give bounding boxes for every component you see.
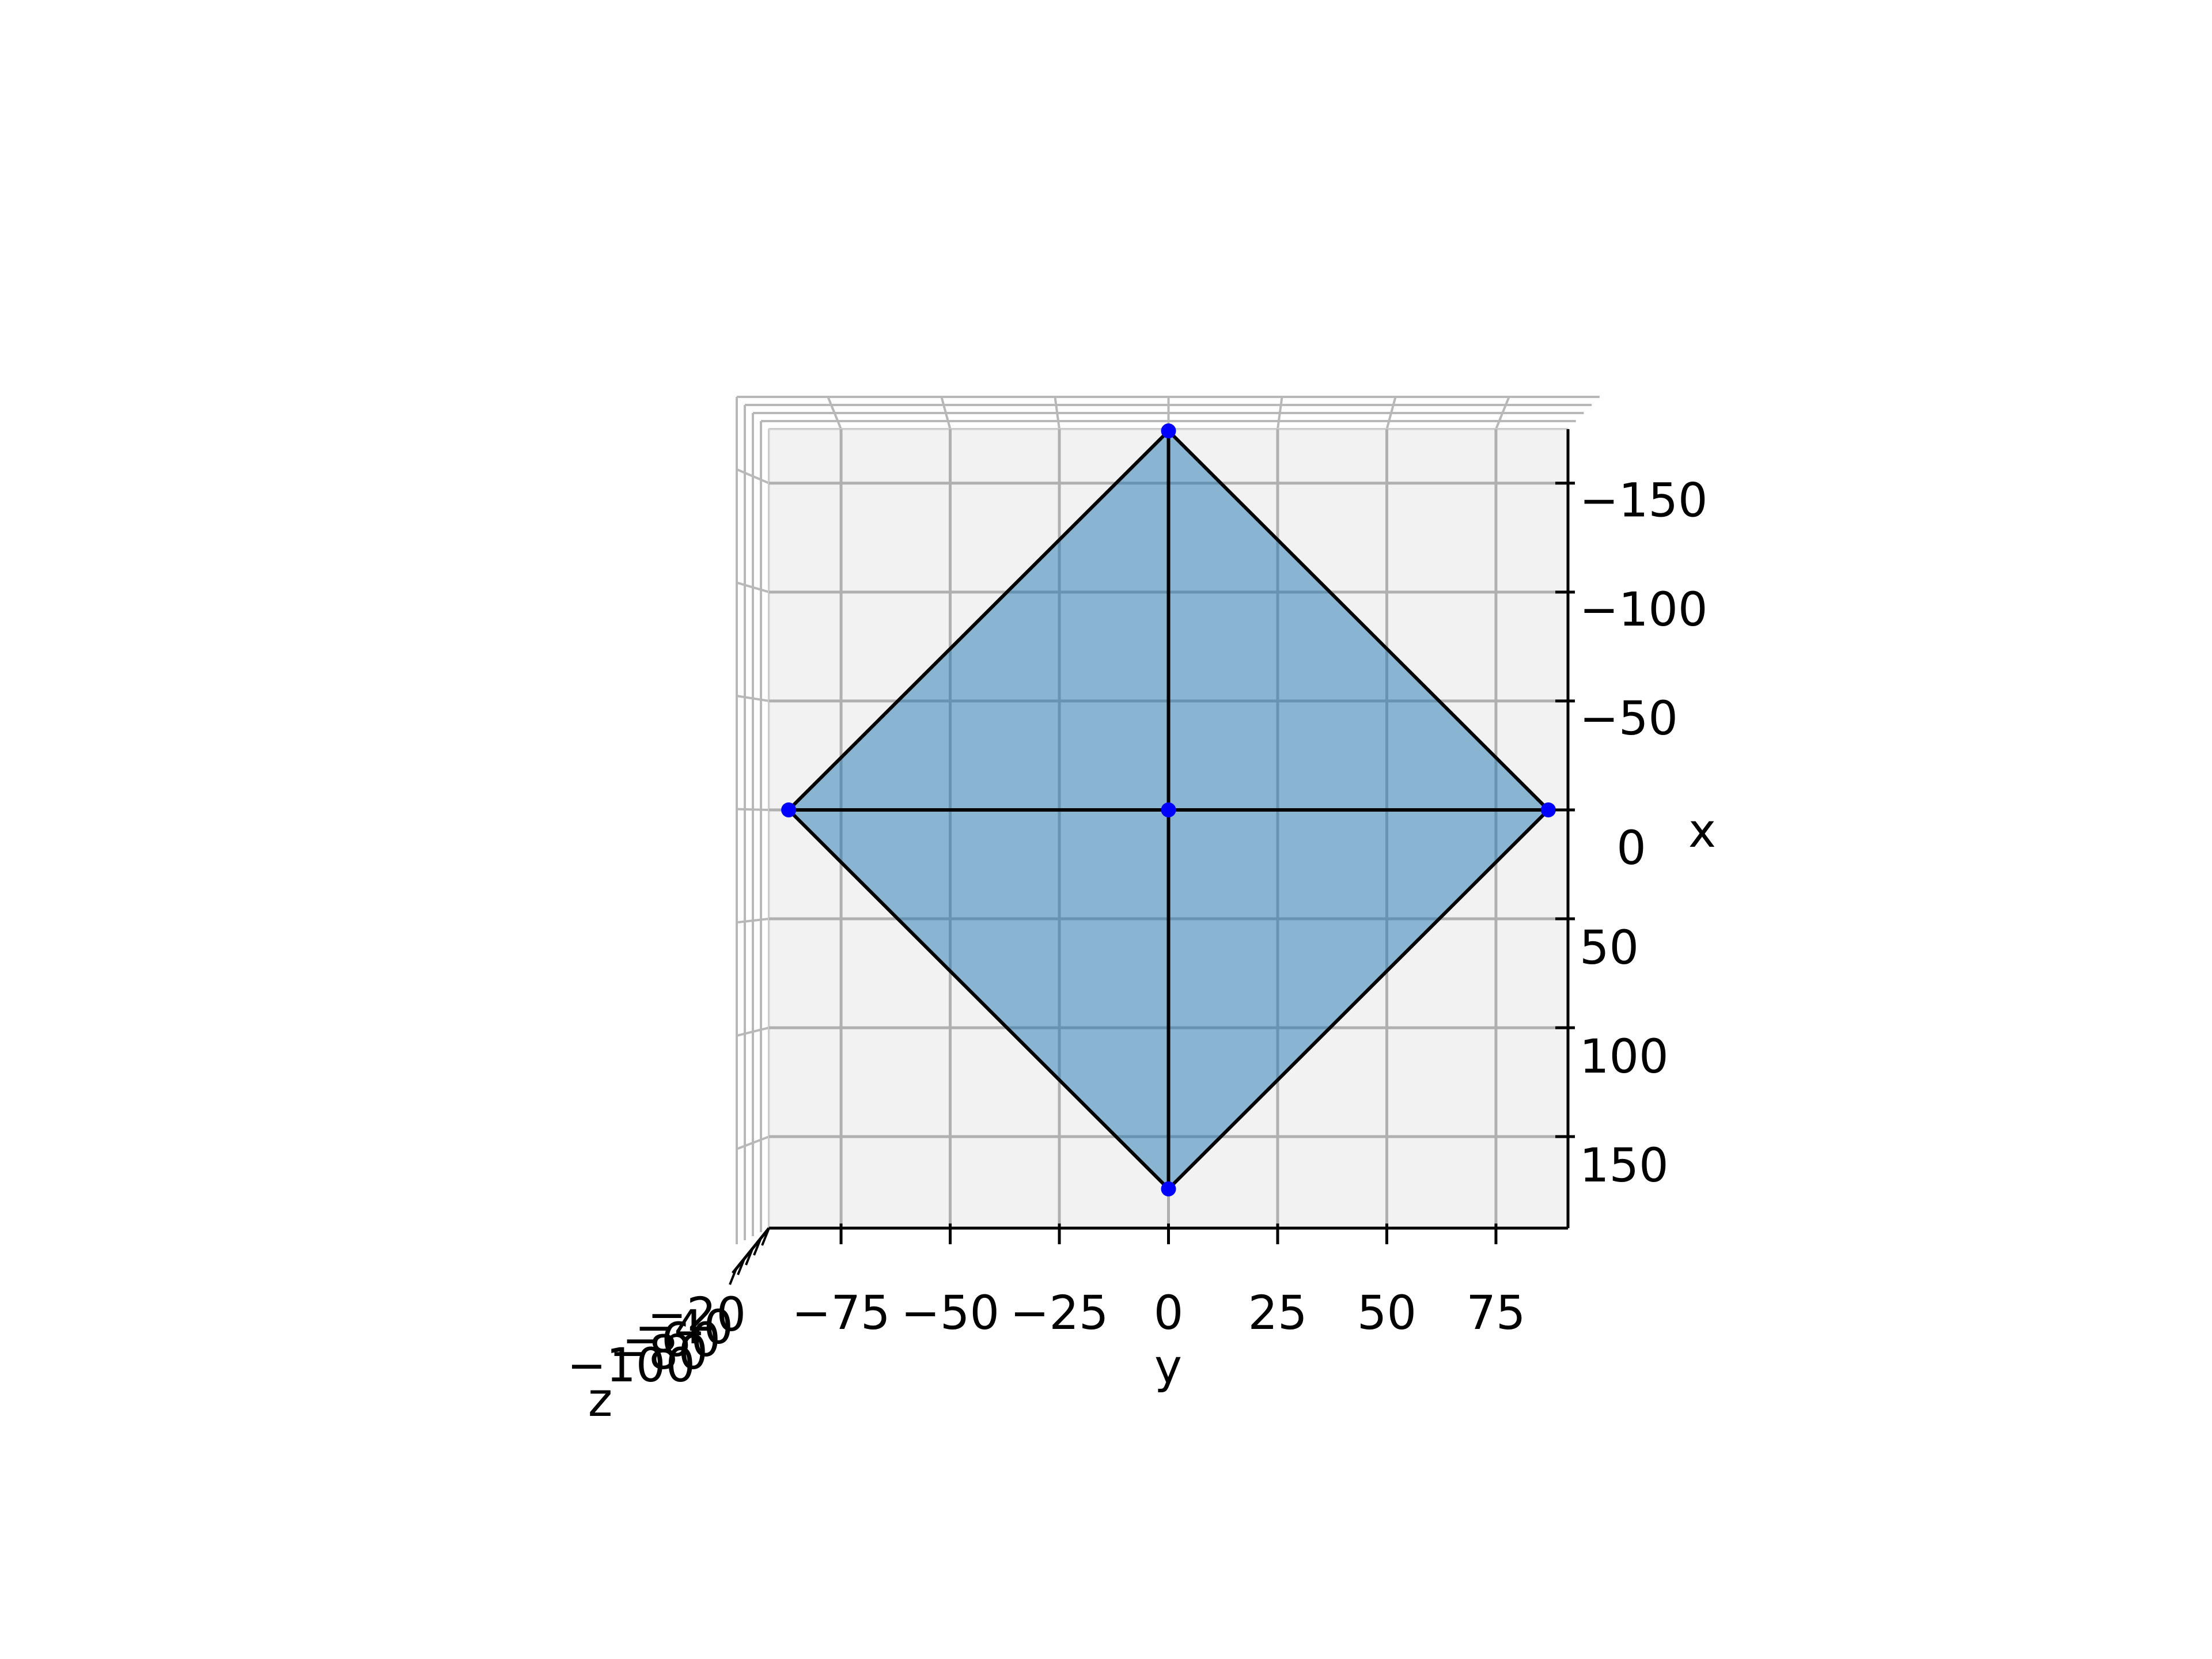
x-ticks: −150 −100 −50 0 50 100 150 — [1555, 474, 1707, 1193]
x-tick-label: 0 — [1616, 821, 1646, 876]
x-tick-label: −100 — [1580, 583, 1707, 637]
y-tick-label: −50 — [901, 1286, 999, 1340]
z-tick-mark — [745, 1247, 754, 1266]
z-tick-label: −100 — [567, 1339, 695, 1393]
wall-spoke-x — [736, 468, 770, 484]
y-tick-label: 50 — [1357, 1286, 1416, 1340]
data-point — [1540, 802, 1556, 817]
data-point — [1161, 1181, 1176, 1196]
z-tick-mark — [753, 1237, 762, 1256]
wall-spoke-x — [736, 1135, 770, 1150]
y-tick-label: −75 — [792, 1286, 891, 1340]
data-point — [1161, 802, 1176, 817]
y-tick-label: 0 — [1154, 1286, 1184, 1340]
z-tick-label: −20 — [647, 1288, 746, 1342]
wall-spoke-y — [1054, 396, 1061, 430]
wall-spoke-y — [940, 396, 952, 430]
x-axis-label: x — [1688, 804, 1716, 858]
data-point — [1161, 423, 1176, 439]
wall-spoke-x — [736, 808, 770, 811]
y-tick-label: −25 — [1010, 1286, 1109, 1340]
wall-spoke-y — [1276, 396, 1283, 430]
z-tick-mark — [737, 1257, 746, 1275]
y-tick-label: 25 — [1248, 1286, 1307, 1340]
z-tick-label: −80 — [609, 1326, 708, 1380]
x-tick-label: 150 — [1580, 1139, 1669, 1193]
x-tick-label: 100 — [1580, 1030, 1669, 1084]
z-tick-label: −60 — [622, 1313, 721, 1368]
x-tick-label: −50 — [1580, 692, 1678, 746]
z-tick-mark — [729, 1267, 738, 1285]
wall-spoke-x — [736, 695, 770, 702]
x-tick-label: −150 — [1580, 474, 1707, 528]
wall-spoke-y — [1495, 396, 1510, 430]
wall-spoke-y — [827, 396, 842, 430]
y-ticks: −75−50−25 0 25 50 75 — [792, 1224, 1525, 1340]
y-axis-label: y — [1154, 1340, 1182, 1394]
points-layer — [781, 423, 1556, 1196]
z-ticks: −20−40−60−80−100 — [567, 1228, 770, 1393]
z-axis-label: z — [588, 1373, 613, 1427]
data-point — [781, 802, 797, 817]
y-tick-label: 75 — [1466, 1286, 1525, 1340]
x-tick-label: 50 — [1580, 921, 1639, 975]
wall-spoke-x — [736, 918, 770, 924]
z-tick-mark — [761, 1228, 770, 1246]
z-tick-label: −40 — [635, 1301, 733, 1355]
wall-spoke-x — [736, 1027, 770, 1037]
wall-spoke-y — [1385, 396, 1397, 430]
wall-spoke-x — [736, 581, 770, 593]
